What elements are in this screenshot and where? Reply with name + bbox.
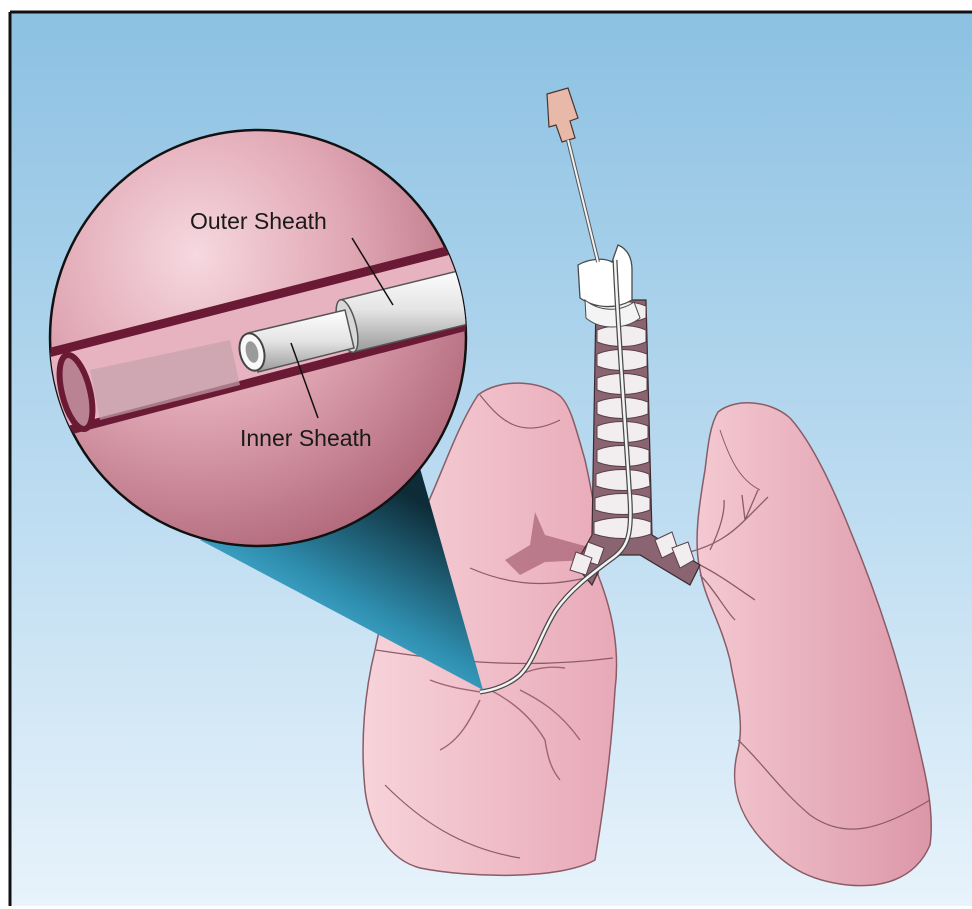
inner-sheath-label: Inner Sheath [240,425,372,451]
outer-sheath-label: Outer Sheath [190,208,327,234]
